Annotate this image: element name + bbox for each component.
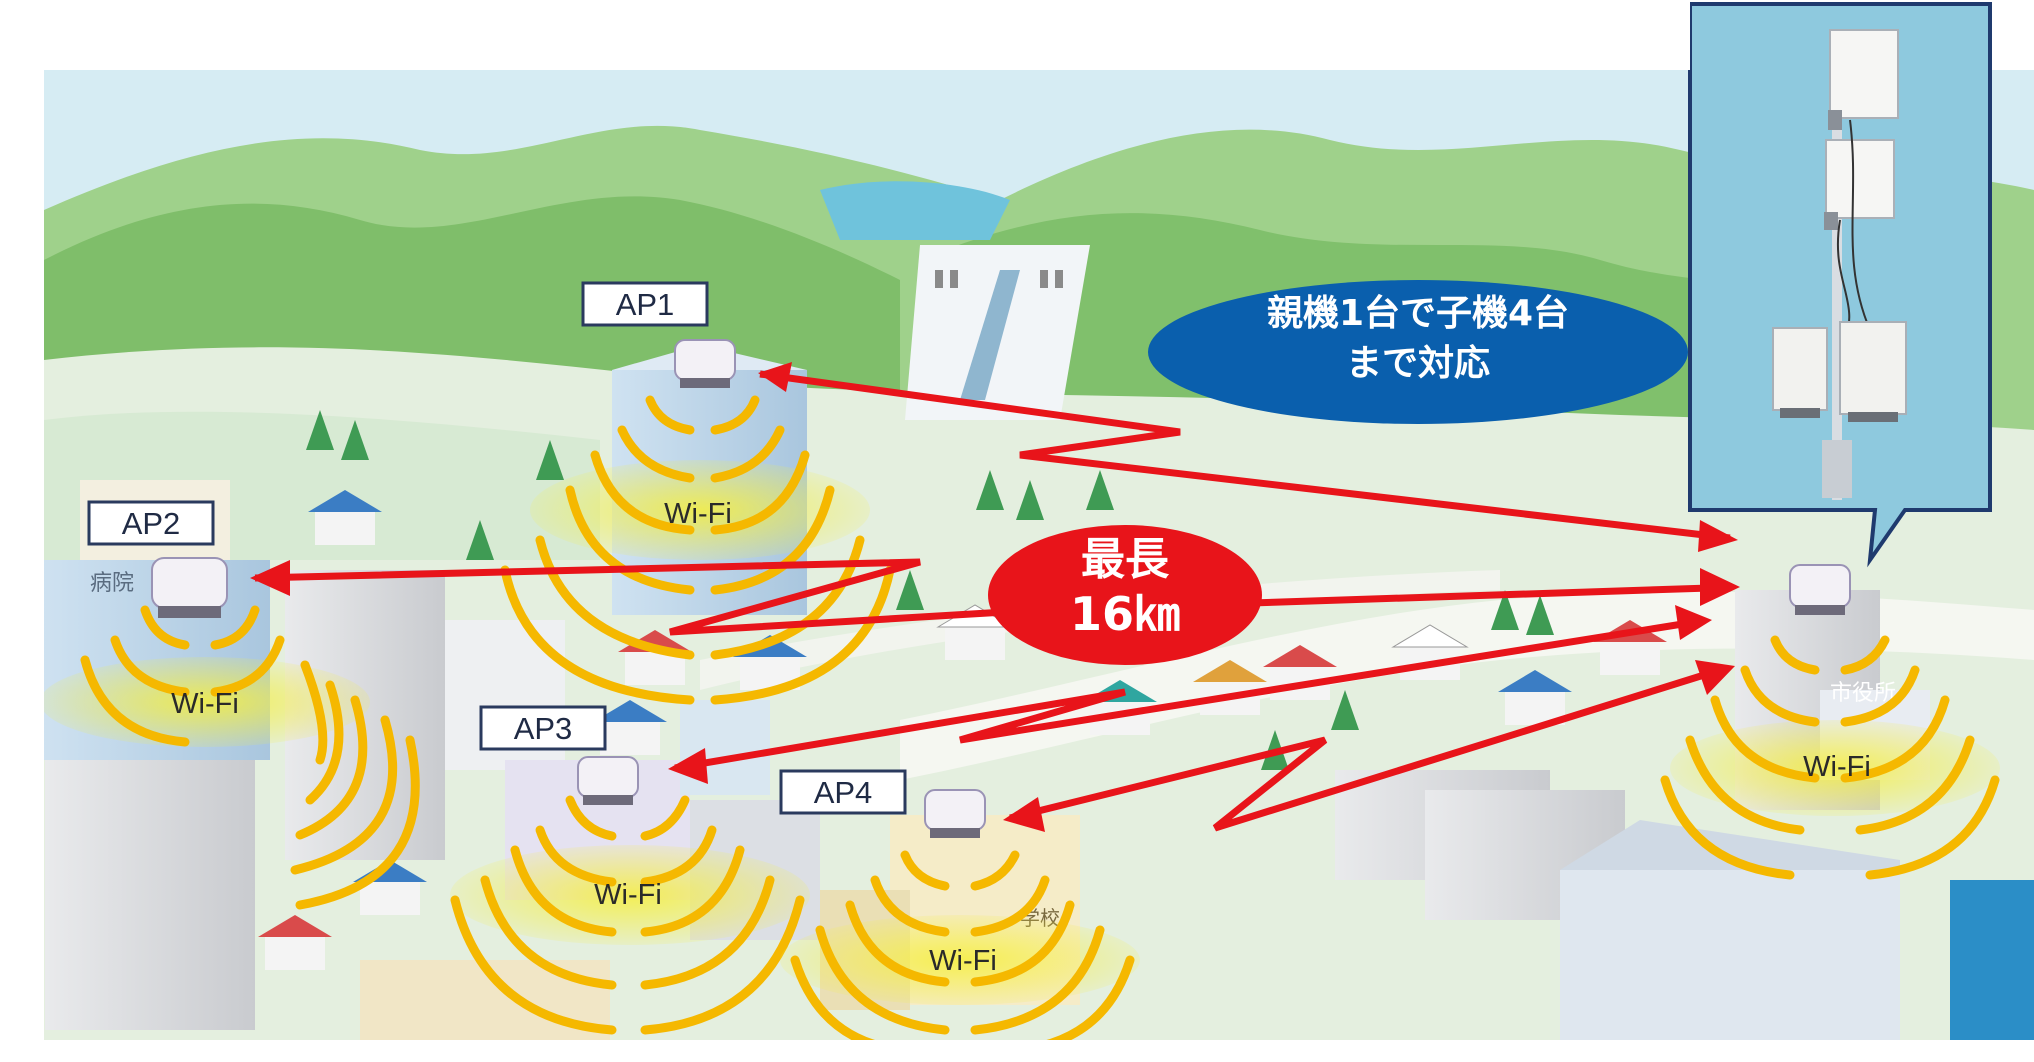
antenna-pole <box>1772 29 1907 500</box>
max-distance-label: 最長 <box>1081 534 1170 585</box>
max-distance-value: 16㎞ <box>1070 587 1180 641</box>
wifi-coverage-ap1: Wi-Fi <box>500 395 895 705</box>
antenna-panel-1 <box>1828 29 1899 130</box>
equipment-inset <box>1688 2 1992 568</box>
ap1-label: AP1 <box>616 287 675 322</box>
wifi-coverage-ap4: Wi-Fi <box>780 850 1140 1055</box>
control-box-right <box>1839 321 1907 422</box>
link-arrow-ap2 <box>254 558 1006 636</box>
ap1-label-box: AP1 <box>581 281 709 327</box>
ap2-device <box>151 557 228 618</box>
wifi-coverage-ap2: Wi-Fi <box>40 605 420 910</box>
ap3-device <box>577 756 639 805</box>
max-distance-badge: 最長 16㎞ <box>988 525 1262 665</box>
link-arrow-ap4 <box>1009 666 1722 832</box>
wifi-coverage-ap3: Wi-Fi <box>450 795 810 1035</box>
ap3-label-box: AP3 <box>479 705 607 751</box>
link-arrow-ap1 <box>759 370 1731 542</box>
capacity-bubble: 親機1台で子機4台 まで対応 <box>1148 280 1688 424</box>
wifi-coverage-parent: Wi-Fi <box>1660 635 2000 880</box>
dam <box>905 245 1090 420</box>
capacity-line-2: まで対応 <box>1346 343 1490 384</box>
ap1-device <box>674 339 736 388</box>
control-box-left <box>1772 327 1828 418</box>
wifi-label-ap1: Wi-Fi <box>664 498 732 530</box>
link-arrow-ap3 <box>674 618 1696 772</box>
antenna-panel-2 <box>1824 139 1895 230</box>
ap4-label-box: AP4 <box>779 769 907 815</box>
link-arrows <box>250 362 1740 832</box>
hospital-sign: 病院 <box>90 571 134 596</box>
city-office-sign: 市役所 <box>1830 681 1896 706</box>
wifi-label-ap4: Wi-Fi <box>929 945 997 977</box>
ap2-label: AP2 <box>122 506 181 541</box>
wifi-label-ap3: Wi-Fi <box>594 879 662 911</box>
ap3-label: AP3 <box>514 711 573 746</box>
wifi-label-ap2: Wi-Fi <box>171 688 239 720</box>
parent-device <box>1789 564 1851 615</box>
ap2-label-box: AP2 <box>87 500 215 546</box>
ap4-device <box>924 789 986 838</box>
trees <box>306 410 1554 770</box>
capacity-line-1: 親機1台で子機4台 <box>1267 293 1569 334</box>
ap4-label: AP4 <box>814 775 873 810</box>
wifi-label-parent: Wi-Fi <box>1803 751 1871 783</box>
